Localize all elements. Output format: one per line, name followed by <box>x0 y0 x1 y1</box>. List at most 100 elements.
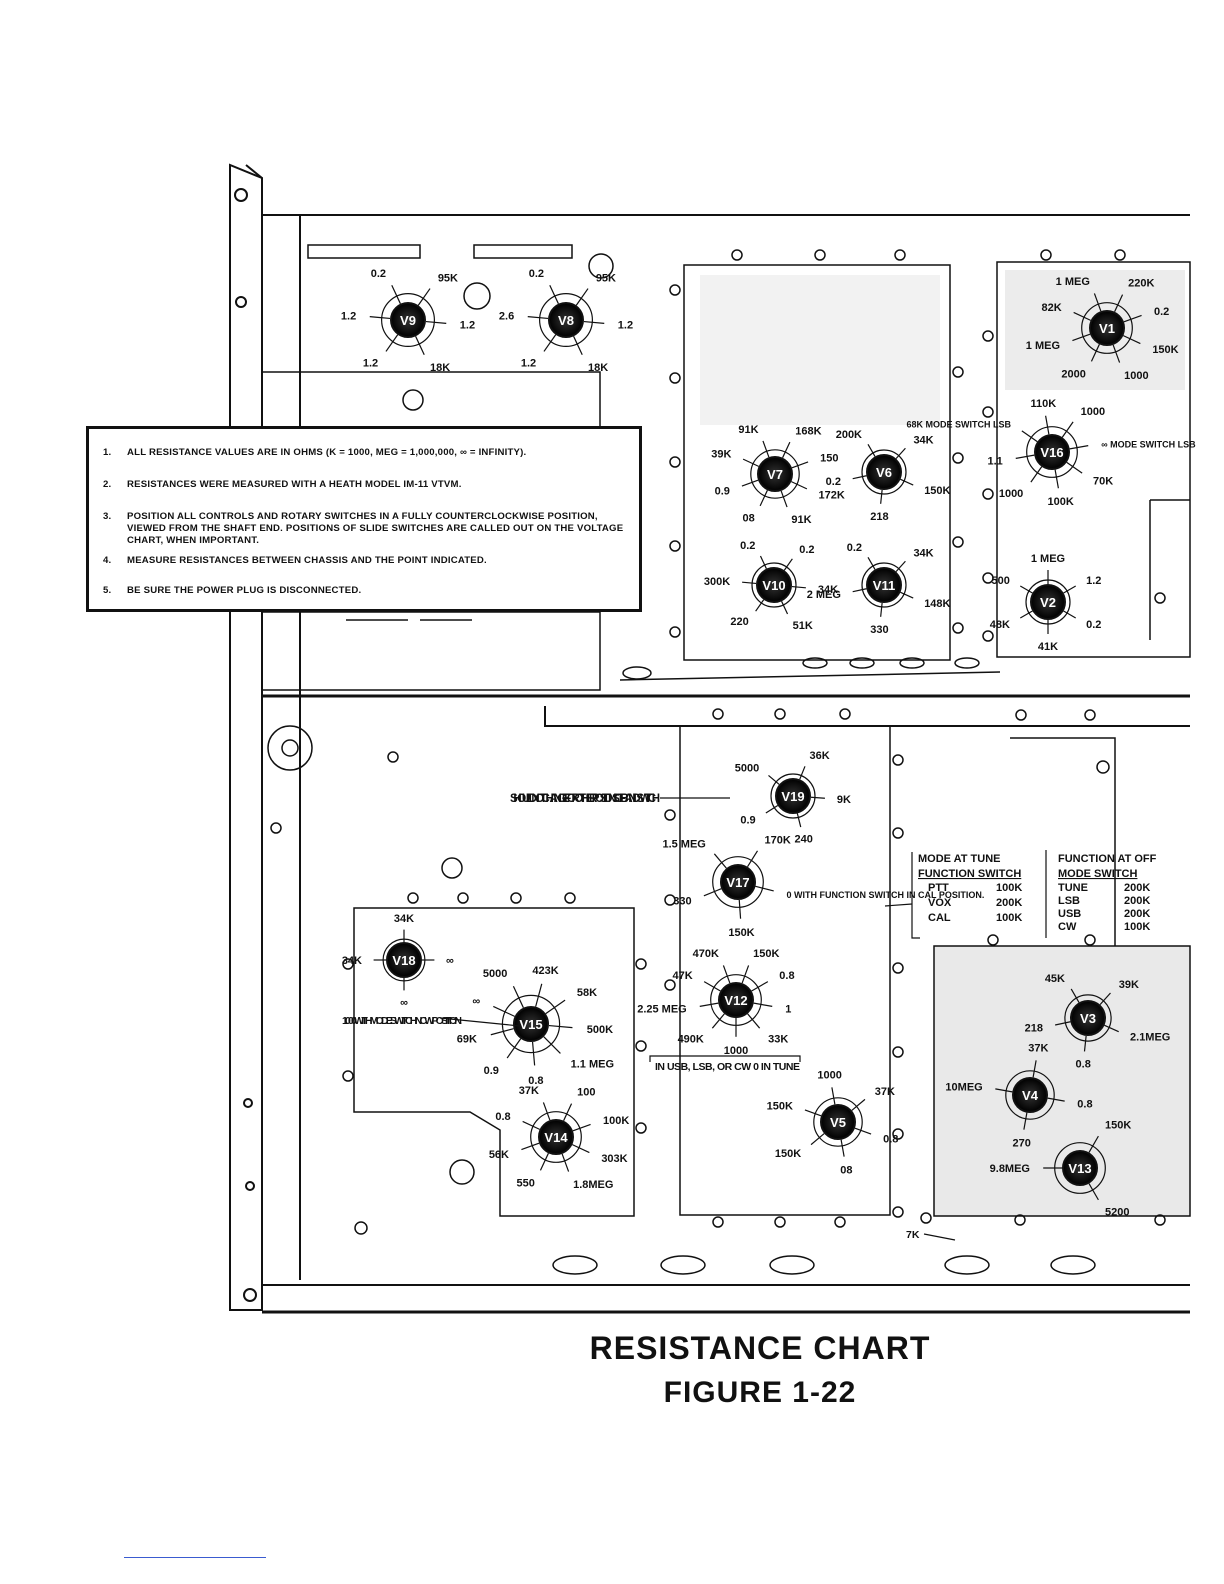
pin-lead <box>747 850 759 868</box>
pin-lead <box>1047 1097 1065 1102</box>
pin-lead <box>699 1002 719 1007</box>
pin-lead <box>1066 461 1083 474</box>
socket-ring-v10 <box>751 562 797 608</box>
tube-v15-label: V15 <box>519 1017 542 1032</box>
pin-resistance-label: 0 WITH FUNCTION SWITCH IN CAL POSITION. <box>787 890 985 900</box>
pin-lead <box>900 478 914 486</box>
pin-resistance-label: 1000 <box>817 1070 841 1082</box>
pin-lead <box>415 336 425 356</box>
tube-v15-icon <box>513 1006 549 1042</box>
mode-table-right-row-1-label: TUNE <box>1058 882 1088 894</box>
pin-lead <box>713 853 727 869</box>
mode-table-right-row-4-label: CW <box>1058 921 1077 933</box>
pin-resistance-label: 0.2 <box>1086 619 1101 631</box>
pin-lead <box>780 490 788 508</box>
tube-v9-icon <box>390 302 426 338</box>
pin-resistance-label: 150K <box>775 1148 801 1160</box>
pin-resistance-label: 0.8 <box>528 1075 543 1087</box>
pin-lead <box>549 284 559 304</box>
mode-table-right-header: FUNCTION AT OFF <box>1058 853 1157 865</box>
mode-table-right-row-2-value: 200K <box>1124 895 1150 907</box>
tube-v5-label: V5 <box>830 1115 846 1130</box>
pin-resistance-label: 08 <box>742 513 754 525</box>
bandswitch-note-line1: SHOULD NOT CHANGE FOR OTHER POSITIONS OF… <box>510 793 660 805</box>
pin-lead <box>1112 344 1121 363</box>
note-1: 1.ALL RESISTANCE VALUES ARE IN OHMS (K =… <box>103 447 627 459</box>
pin-lead <box>851 1098 866 1111</box>
pin-lead <box>867 556 876 570</box>
mode-table-right-row-4-value: 100K <box>1124 921 1150 933</box>
pin-resistance-label: 37K <box>519 1085 539 1097</box>
pin-resistance-label: 100 <box>577 1087 595 1099</box>
mode-table-left-row-2-label: VOX <box>928 897 952 909</box>
note-4-text: MEASURE RESISTANCES BETWEEN CHASSIS AND … <box>127 555 487 566</box>
pin-lead <box>1069 445 1089 450</box>
pin-resistance-label: 1.2 <box>341 310 356 322</box>
pin-lead <box>867 443 876 457</box>
pin-lead <box>738 899 742 919</box>
figure-title: RESISTANCE CHART <box>589 1330 931 1366</box>
pin-lead <box>527 316 549 320</box>
pin-resistance-label: 168K <box>795 425 821 437</box>
pin-resistance-label: 0.8 <box>1077 1098 1092 1110</box>
note-4: 4.MEASURE RESISTANCES BETWEEN CHASSIS AN… <box>103 555 627 567</box>
pin-resistance-label: 1 <box>785 1004 791 1016</box>
pin-resistance-label: 100K <box>1048 496 1074 508</box>
pin-resistance-label: 500K <box>587 1024 613 1036</box>
pin-resistance-label: 08 <box>840 1164 852 1176</box>
tube-v3-icon <box>1070 1000 1106 1036</box>
pin-lead <box>1063 610 1077 619</box>
pin-resistance-label: 51K <box>793 620 813 632</box>
pin-lead <box>880 602 883 617</box>
pin-resistance-label: 1 MEG <box>1026 340 1060 352</box>
pin-lead <box>1090 344 1100 362</box>
socket-ring-v17 <box>712 856 764 908</box>
pin-lead <box>781 601 789 615</box>
tube-v16-label: V16 <box>1040 445 1063 460</box>
pin-resistance-label: 150 <box>820 453 838 465</box>
pin-lead <box>1054 469 1059 489</box>
pin-lead <box>810 1133 825 1146</box>
pin-resistance-label: 0.9 <box>740 814 755 826</box>
pin-resistance-label: 39K <box>711 449 731 461</box>
pin-resistance-label: 1.5 MEG <box>662 839 705 851</box>
mode-table-right-subheader: MODE SWITCH <box>1058 868 1137 880</box>
pin-resistance-label: 1.2 <box>460 320 475 332</box>
pin-resistance-label: 0.2 <box>371 268 386 280</box>
pin-resistance-label: 100K <box>603 1115 629 1127</box>
pin-lead <box>1123 335 1141 345</box>
pin-resistance-label: 34K <box>342 955 362 967</box>
tube-v18-label: V18 <box>392 953 415 968</box>
tube-v14-icon <box>538 1119 574 1155</box>
pin-lead <box>1030 466 1043 483</box>
tube-v1-label: V1 <box>1099 321 1115 336</box>
pin-lead <box>751 981 769 992</box>
pin-lead <box>1123 314 1142 323</box>
pin-lead <box>880 489 883 504</box>
tube-v17-icon <box>720 864 756 900</box>
pin-lead <box>852 588 867 593</box>
socket-ring-v16 <box>1026 426 1078 478</box>
pin-lead <box>854 1127 872 1135</box>
pin-lead <box>703 981 721 992</box>
pin-lead <box>572 1144 590 1154</box>
chassis-frame <box>229 163 1190 1314</box>
pin-resistance-label: 172K <box>819 489 845 501</box>
note-1-text: ALL RESISTANCE VALUES ARE IN OHMS (K = 1… <box>127 447 527 458</box>
pin-lead <box>799 766 806 780</box>
pin-lead <box>385 334 399 352</box>
v15-note: 1000 WITH MODE SWITCH IN CW POSITION. <box>342 1015 462 1027</box>
pin-resistance-label: 45K <box>1045 973 1065 985</box>
pin-lead <box>791 585 806 589</box>
tube-v2-label: V2 <box>1040 595 1056 610</box>
pin-resistance-label: 48K <box>990 619 1010 631</box>
pin-lead <box>1063 585 1077 594</box>
pin-resistance-label: 1.2 <box>618 320 633 332</box>
tube-v10-label: V10 <box>762 578 785 593</box>
pin-resistance-label: 110K <box>1030 398 1056 410</box>
